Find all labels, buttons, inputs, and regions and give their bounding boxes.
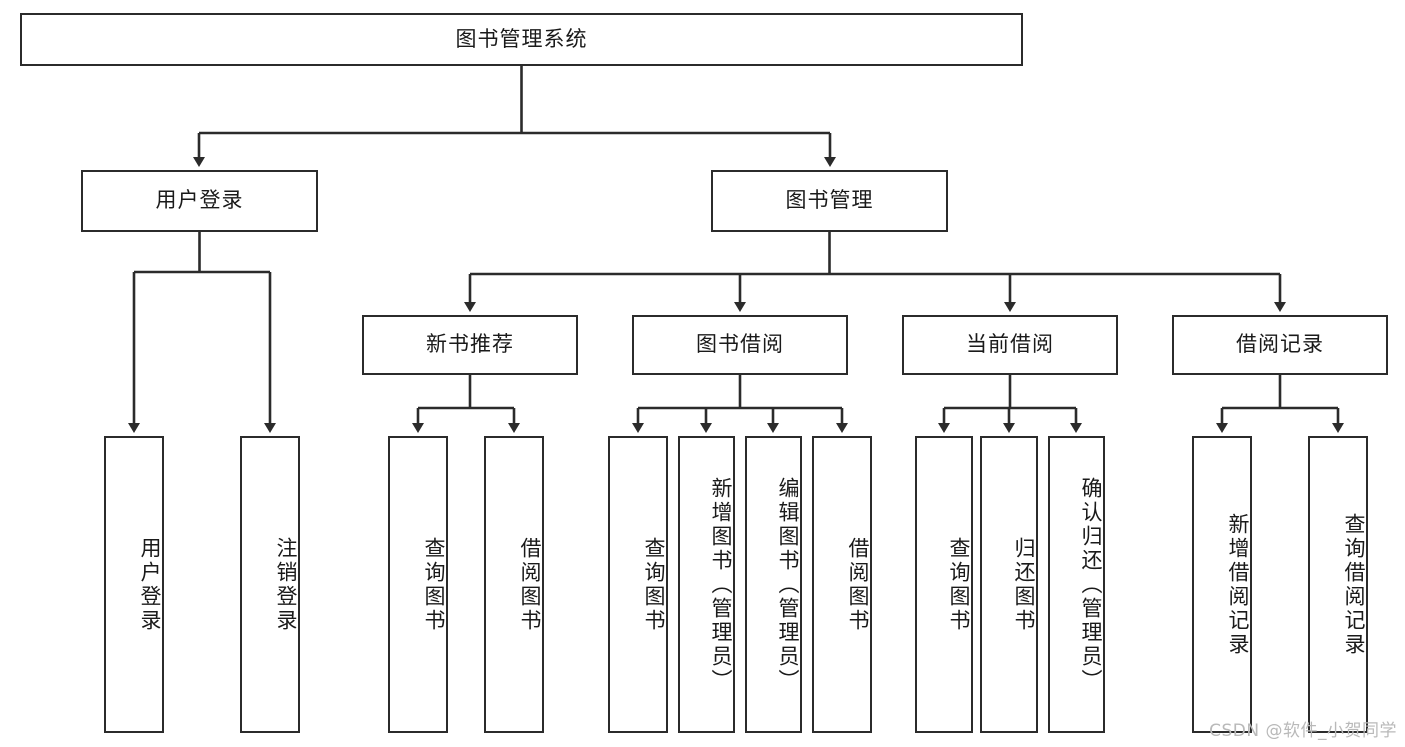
node-leaf-label: 用户登录 [138,536,162,633]
node-leaf-query-book-bb[interactable]: 查询图书 [608,436,668,733]
node-current-borrow[interactable]: 当前借阅 [902,315,1118,375]
node-book-manage-label: 图书管理 [785,188,874,213]
node-user-login[interactable]: 用户登录 [81,170,318,232]
node-leaf-query-record[interactable]: 查询借阅记录 [1308,436,1368,733]
node-leaf-label: 查询图书 [422,536,446,633]
node-leaf-return-book[interactable]: 归还图书 [980,436,1038,733]
watermark-text: CSDN @软件_小贺同学 [1209,721,1397,741]
node-borrow-record[interactable]: 借阅记录 [1172,315,1388,375]
node-leaf-user-logout[interactable]: 注销登录 [240,436,300,733]
node-leaf-query-book-rec[interactable]: 查询图书 [388,436,448,733]
node-new-book-rec[interactable]: 新书推荐 [362,315,578,375]
node-leaf-edit-book[interactable]: 编辑图书（管理员） [745,436,802,733]
node-leaf-label: 注销登录 [274,536,298,633]
node-leaf-label: 确认归还（管理员） [1079,476,1103,693]
node-book-borrow[interactable]: 图书借阅 [632,315,848,375]
node-current-borrow-label: 当前借阅 [966,332,1054,357]
node-leaf-borrow-book-bb[interactable]: 借阅图书 [812,436,872,733]
node-leaf-label: 新增借阅记录 [1226,512,1250,657]
node-leaf-label: 编辑图书（管理员） [776,476,800,693]
node-book-borrow-label: 图书借阅 [696,332,784,357]
node-leaf-label: 查询借阅记录 [1342,512,1366,657]
node-leaf-label: 新增图书（管理员） [709,476,733,693]
node-root[interactable]: 图书管理系统 [20,13,1023,66]
node-leaf-query-book-cb[interactable]: 查询图书 [915,436,973,733]
node-leaf-label: 借阅图书 [846,536,870,633]
node-book-manage[interactable]: 图书管理 [711,170,948,232]
node-leaf-label: 查询图书 [947,536,971,633]
node-leaf-user-login[interactable]: 用户登录 [104,436,164,733]
node-leaf-add-record[interactable]: 新增借阅记录 [1192,436,1252,733]
node-leaf-label: 查询图书 [642,536,666,633]
node-new-book-rec-label: 新书推荐 [426,332,514,357]
node-leaf-confirm-return[interactable]: 确认归还（管理员） [1048,436,1105,733]
node-leaf-borrow-book-rec[interactable]: 借阅图书 [484,436,544,733]
node-leaf-label: 借阅图书 [518,536,542,633]
node-user-login-label: 用户登录 [155,188,244,213]
node-leaf-add-book[interactable]: 新增图书（管理员） [678,436,735,733]
node-root-label: 图书管理系统 [455,26,588,51]
node-borrow-record-label: 借阅记录 [1236,332,1324,357]
node-leaf-label: 归还图书 [1012,536,1036,633]
